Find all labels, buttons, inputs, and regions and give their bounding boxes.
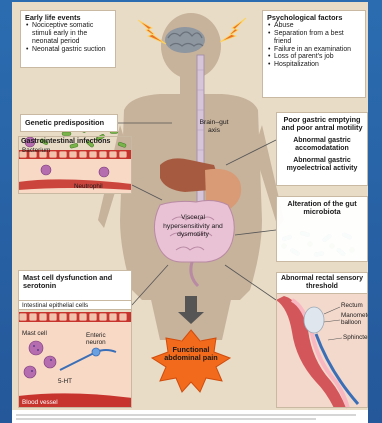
psychological-item: Abuse xyxy=(274,22,361,30)
early-life-title: Early life events xyxy=(25,14,111,22)
mast-cell-box xyxy=(18,300,132,408)
brain-illustration xyxy=(165,27,205,53)
early-life-events-box: Early life events Nociceptive somatic st… xyxy=(20,10,116,68)
microbiota-title: Alteration of the gut microbiota xyxy=(280,200,364,217)
gastric-title: Poor gastric emptying and poor antral mo… xyxy=(280,116,364,133)
psychological-item: Hospitalization xyxy=(274,61,361,69)
rectum-label: Rectum xyxy=(341,302,363,309)
serotonin-label: 5-HT xyxy=(58,378,72,385)
brain-gut-axis-label: Brain–gut axis xyxy=(196,119,232,135)
psychological-item: Separation from a best friend xyxy=(274,30,361,45)
mast-cell-title: Mast cell dysfunction and serotonin xyxy=(23,274,127,291)
functional-abdominal-pain-label: Functional abdominal pain xyxy=(158,346,224,363)
bacterium-label: Bacterium xyxy=(22,147,50,154)
genetic-predisposition-box: Genetic predisposition xyxy=(20,114,118,132)
psychological-title: Psychological factors xyxy=(267,14,361,22)
gut-microbiota-box: Alteration of the gut microbiota xyxy=(276,196,368,262)
gastric-myoelectrical-text: Abnormal gastric myoelectrical activity xyxy=(280,157,364,173)
gastric-accommodation-text: Abnormal gastric accomodatation xyxy=(280,137,364,153)
early-life-item: Nociceptive somatic stimuli early in the… xyxy=(32,22,111,45)
early-life-item: Neonatal gastric suction xyxy=(32,46,111,54)
epithelial-cells-label: Intestinal epithelial cells xyxy=(22,302,88,309)
visceral-hypersensitivity-label: Visceral hypersensitivity and dysmotilit… xyxy=(160,214,226,240)
early-life-list: Nociceptive somatic stimuli early in the… xyxy=(25,22,111,53)
sphincter-label: Sphincter xyxy=(343,334,368,341)
caption-strip xyxy=(12,410,368,423)
psychological-list: Abuse Separation from a best friend Fail… xyxy=(267,22,361,68)
manometer-balloon-label: Manometer balloon xyxy=(341,312,368,326)
neutrophil-label: Neutrophil xyxy=(74,183,103,190)
genetic-title: Genetic predisposition xyxy=(25,119,113,127)
psychological-item: Loss of parent's job xyxy=(274,53,361,61)
gastric-motility-box: Poor gastric emptying and poor antral mo… xyxy=(276,112,368,186)
enteric-neuron-label: Enteric neuron xyxy=(86,332,116,346)
psychological-item: Failure in an examination xyxy=(274,46,361,54)
blood-vessel-label: Blood vessel xyxy=(20,399,60,406)
psychological-factors-box: Psychological factors Abuse Separation f… xyxy=(262,10,366,98)
mast-cell-label: Mast cell xyxy=(22,330,47,337)
